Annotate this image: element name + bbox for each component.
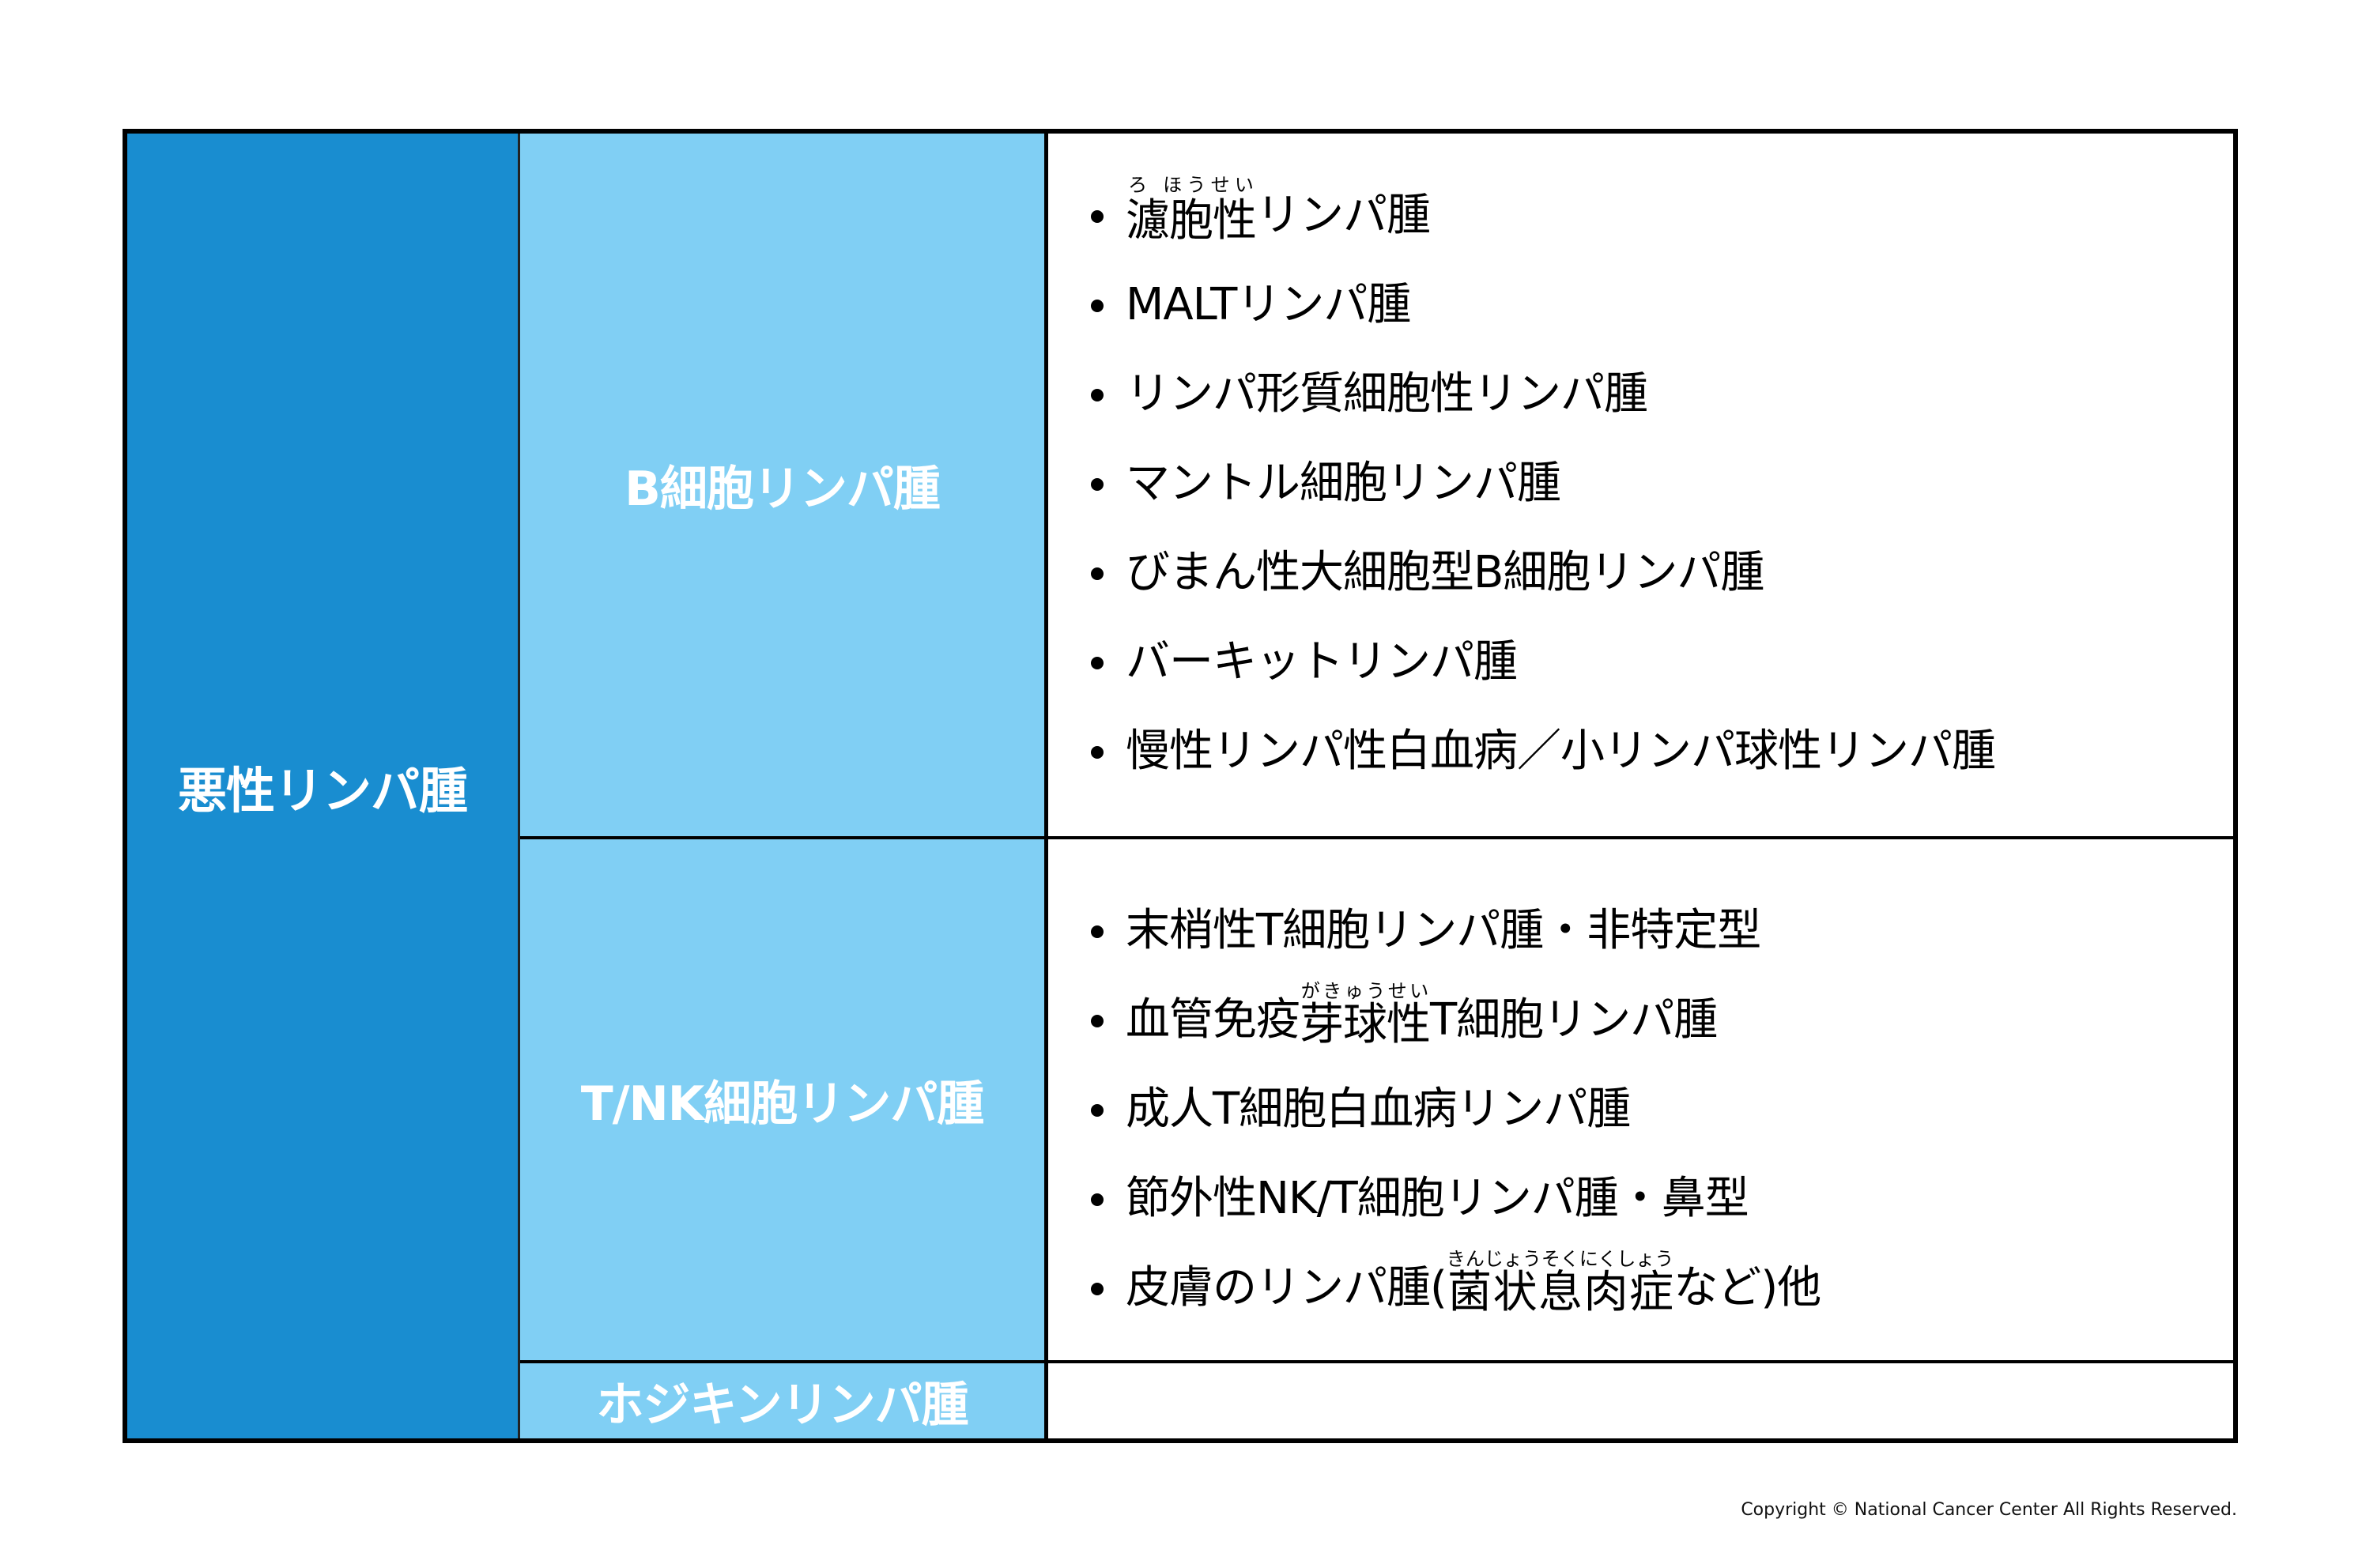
bullet-icon xyxy=(1091,925,1104,938)
bullet-icon xyxy=(1091,388,1104,401)
bullet-icon xyxy=(1091,567,1104,580)
item-text: 成人T細胞白血病リンパ腫 xyxy=(1126,1084,1631,1135)
list-item: バーキットリンパ腫 xyxy=(1091,613,2233,703)
bullet-icon xyxy=(1091,745,1104,759)
b-cell-list-cell: 濾胞性ろ ほうせいリンパ腫 MALTリンパ腫 リンパ形質細胞性リンパ腫 マントル… xyxy=(1048,134,2233,839)
item-text: リンパ形質細胞性リンパ腫 xyxy=(1126,368,1648,420)
tnk-cell-header-cell: T/NK細胞リンパ腫 xyxy=(520,839,1048,1363)
bullet-icon xyxy=(1091,477,1104,491)
bullet-icon xyxy=(1091,1103,1104,1117)
bullet-icon xyxy=(1091,299,1104,312)
item-text: T細胞リンパ腫 xyxy=(1430,994,1718,1046)
bullet-icon xyxy=(1091,209,1104,223)
item-text: 血管免疫 xyxy=(1126,994,1300,1046)
copyright-notice: Copyright © National Cancer Center All R… xyxy=(1741,1500,2237,1520)
item-text: 皮膚のリンパ腫( xyxy=(1126,1262,1447,1314)
item-text: 慢性リンパ性白血病／小リンパ球性リンパ腫 xyxy=(1126,726,1996,777)
bullet-icon xyxy=(1091,1014,1104,1027)
ruby-reading: ろ ほうせい xyxy=(1126,174,1256,196)
bullet-icon xyxy=(1091,1282,1104,1295)
list-item: 末梢性T細胞リンパ腫・非特定型 xyxy=(1091,882,2233,971)
list-item: リンパ形質細胞性リンパ腫 xyxy=(1091,345,2233,435)
hodgkin-header-cell: ホジキンリンパ腫 xyxy=(520,1363,1048,1438)
item-text: バーキットリンパ腫 xyxy=(1126,636,1518,688)
item-text: MALTリンパ腫 xyxy=(1126,279,1411,330)
ruby-annotation: 菌状息肉症きんじょうそくにくしょう xyxy=(1446,1247,1675,1321)
ruby-reading: きんじょうそくにくしょう xyxy=(1446,1247,1674,1270)
item-text: リンパ腫 xyxy=(1256,190,1431,241)
ruby-base: 菌状息肉症 xyxy=(1446,1266,1675,1318)
bullet-icon xyxy=(1091,1193,1104,1206)
bullet-icon xyxy=(1091,656,1104,669)
list-item: MALTリンパ腫 xyxy=(1091,256,2233,345)
list-item: 成人T細胞白血病リンパ腫 xyxy=(1091,1061,2233,1150)
main-category-label: 悪性リンパ腫 xyxy=(177,761,468,820)
ruby-base: 芽球性 xyxy=(1300,998,1431,1050)
hodgkin-list-cell xyxy=(1048,1363,2233,1438)
item-text: マントル細胞リンパ腫 xyxy=(1126,458,1561,509)
main-category-cell: 悪性リンパ腫 xyxy=(127,134,520,1438)
ruby-annotation: 芽球性がきゅうせい xyxy=(1300,979,1431,1053)
item-text: びまん性大細胞型B細胞リンパ腫 xyxy=(1126,547,1764,598)
list-item: びまん性大細胞型B細胞リンパ腫 xyxy=(1091,524,2233,613)
list-item: 濾胞性ろ ほうせいリンパ腫 xyxy=(1091,167,2233,256)
b-cell-label: B細胞リンパ腫 xyxy=(624,462,941,517)
item-text: 節外性NK/T細胞リンパ腫・鼻型 xyxy=(1126,1173,1749,1224)
item-text: など)他 xyxy=(1673,1262,1821,1314)
item-text: 末梢性T細胞リンパ腫・非特定型 xyxy=(1126,905,1761,956)
lymphoma-classification-table: 悪性リンパ腫 B細胞リンパ腫 濾胞性ろ ほうせいリンパ腫 MALTリンパ腫 リン… xyxy=(123,129,2238,1443)
ruby-base: 濾胞性 xyxy=(1126,195,1257,247)
ruby-reading: がきゅうせい xyxy=(1300,979,1430,1002)
b-cell-list: 濾胞性ろ ほうせいリンパ腫 MALTリンパ腫 リンパ形質細胞性リンパ腫 マントル… xyxy=(1048,167,2233,792)
list-item: 節外性NK/T細胞リンパ腫・鼻型 xyxy=(1091,1150,2233,1239)
ruby-annotation: 濾胞性ろ ほうせい xyxy=(1126,174,1257,249)
b-cell-header-cell: B細胞リンパ腫 xyxy=(520,134,1048,839)
list-item: 皮膚のリンパ腫(菌状息肉症きんじょうそくにくしょうなど)他 xyxy=(1091,1239,2233,1329)
list-item: マントル細胞リンパ腫 xyxy=(1091,435,2233,524)
hodgkin-label: ホジキンリンパ腫 xyxy=(596,1378,968,1433)
tnk-cell-label: T/NK細胞リンパ腫 xyxy=(580,1076,985,1132)
list-item: 慢性リンパ性白血病／小リンパ球性リンパ腫 xyxy=(1091,703,2233,792)
